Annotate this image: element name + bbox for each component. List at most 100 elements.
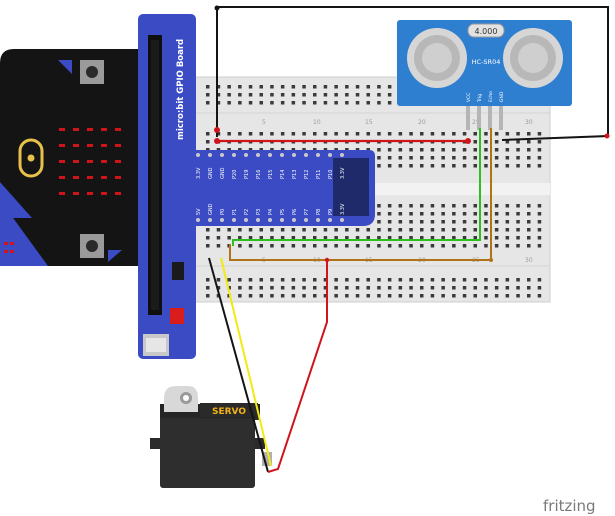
breadboard-hole[interactable] [291, 236, 296, 240]
breadboard-hole[interactable] [238, 101, 242, 105]
breadboard-hole[interactable] [366, 101, 371, 105]
breadboard-hole[interactable] [334, 93, 338, 97]
breadboard-hole[interactable] [227, 93, 231, 97]
breadboard-hole[interactable] [473, 164, 478, 168]
breadboard-hole[interactable] [462, 220, 467, 224]
breadboard-hole[interactable] [387, 101, 392, 105]
breadboard-hole[interactable] [313, 286, 317, 290]
breadboard-hole[interactable] [206, 294, 210, 298]
breadboard-hole[interactable] [462, 204, 467, 208]
breakout-pin-hole[interactable] [292, 153, 296, 157]
breadboard-hole[interactable] [387, 156, 392, 160]
breadboard-hole[interactable] [259, 148, 264, 152]
breadboard-hole[interactable] [355, 278, 360, 282]
breadboard-hole[interactable] [377, 93, 381, 97]
breadboard-hole[interactable] [452, 148, 456, 152]
breadboard-hole[interactable] [441, 294, 445, 298]
breadboard-hole[interactable] [280, 93, 285, 97]
breadboard-hole[interactable] [302, 244, 306, 248]
breadboard-hole[interactable] [398, 278, 403, 282]
breadboard-hole[interactable] [505, 140, 510, 144]
breadboard-hole[interactable] [505, 236, 510, 240]
breadboard-hole[interactable] [387, 93, 392, 97]
breadboard-hole[interactable] [206, 132, 210, 136]
breadboard-hole[interactable] [280, 148, 285, 152]
breadboard-hole[interactable] [366, 294, 371, 298]
breadboard-hole[interactable] [387, 286, 392, 290]
breadboard-hole[interactable] [216, 228, 221, 232]
breadboard-hole[interactable] [248, 148, 253, 152]
breadboard-hole[interactable] [505, 148, 510, 152]
breadboard-hole[interactable] [387, 148, 392, 152]
breadboard-hole[interactable] [227, 228, 231, 232]
breadboard-hole[interactable] [505, 164, 510, 168]
breadboard-hole[interactable] [452, 156, 456, 160]
breadboard-hole[interactable] [377, 236, 381, 240]
breadboard-hole[interactable] [387, 278, 392, 282]
breakout-pin-hole[interactable] [208, 218, 212, 222]
button-b-cap[interactable] [86, 240, 98, 252]
breadboard-hole[interactable] [537, 148, 542, 152]
breadboard-hole[interactable] [409, 294, 413, 298]
breadboard-hole[interactable] [473, 220, 478, 224]
breadboard-hole[interactable] [206, 244, 210, 248]
breadboard-hole[interactable] [355, 85, 360, 89]
breadboard-hole[interactable] [452, 244, 456, 248]
breadboard-hole[interactable] [259, 101, 264, 105]
breadboard-hole[interactable] [259, 286, 264, 290]
breadboard-hole[interactable] [302, 294, 306, 298]
breakout-pin-hole[interactable] [256, 218, 260, 222]
breadboard-hole[interactable] [206, 228, 210, 232]
breadboard-hole[interactable] [270, 228, 274, 232]
breadboard-hole[interactable] [409, 236, 413, 240]
breadboard-hole[interactable] [313, 294, 317, 298]
breakout-pin-hole[interactable] [244, 153, 248, 157]
breakout-pin-hole[interactable] [196, 153, 200, 157]
breadboard-hole[interactable] [387, 85, 392, 89]
breadboard-hole[interactable] [398, 132, 403, 136]
breadboard-hole[interactable] [345, 286, 349, 290]
breadboard-hole[interactable] [420, 294, 424, 298]
breadboard-hole[interactable] [420, 132, 424, 136]
breadboard-hole[interactable] [398, 286, 403, 290]
breakout-pin-hole[interactable] [232, 218, 236, 222]
breadboard-hole[interactable] [227, 101, 231, 105]
button-a-cap[interactable] [86, 66, 98, 78]
breadboard-hole[interactable] [345, 244, 349, 248]
breadboard-hole[interactable] [238, 236, 242, 240]
breadboard-hole[interactable] [430, 286, 435, 290]
breadboard-hole[interactable] [473, 132, 478, 136]
breadboard-hole[interactable] [537, 236, 542, 240]
breadboard-hole[interactable] [537, 294, 542, 298]
breadboard-hole[interactable] [366, 85, 371, 89]
breakout-pin-hole[interactable] [328, 153, 332, 157]
breadboard-hole[interactable] [377, 132, 381, 136]
breadboard-hole[interactable] [494, 278, 499, 282]
breadboard-hole[interactable] [537, 278, 542, 282]
breadboard-hole[interactable] [484, 244, 488, 248]
breadboard-hole[interactable] [527, 204, 531, 208]
breadboard-hole[interactable] [516, 132, 520, 136]
breadboard-hole[interactable] [494, 204, 499, 208]
breadboard-hole[interactable] [462, 286, 467, 290]
breadboard-hole[interactable] [420, 220, 424, 224]
breadboard-hole[interactable] [334, 85, 338, 89]
breadboard-hole[interactable] [537, 244, 542, 248]
breadboard-hole[interactable] [484, 278, 488, 282]
breadboard-hole[interactable] [494, 286, 499, 290]
breakout-pin-hole[interactable] [220, 218, 224, 222]
breadboard-hole[interactable] [291, 244, 296, 248]
breadboard-hole[interactable] [334, 286, 338, 290]
breadboard-hole[interactable] [259, 294, 264, 298]
breadboard-hole[interactable] [409, 278, 413, 282]
breadboard-hole[interactable] [430, 156, 435, 160]
breadboard-hole[interactable] [302, 228, 306, 232]
breadboard-hole[interactable] [527, 228, 531, 232]
breadboard-hole[interactable] [206, 278, 210, 282]
breadboard-hole[interactable] [313, 93, 317, 97]
breadboard-hole[interactable] [462, 278, 467, 282]
breadboard-hole[interactable] [302, 236, 306, 240]
breadboard-hole[interactable] [409, 244, 413, 248]
breadboard-hole[interactable] [270, 236, 274, 240]
breadboard-hole[interactable] [238, 286, 242, 290]
